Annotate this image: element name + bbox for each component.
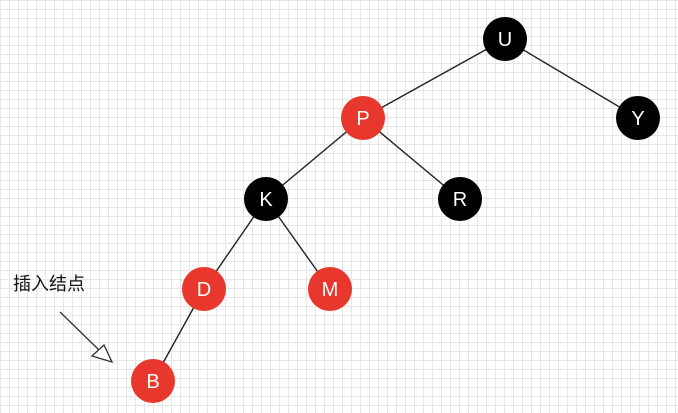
edge-u-p <box>362 38 506 119</box>
node-label-d: D <box>197 279 211 301</box>
node-circle-m <box>308 267 352 311</box>
node-circle-k <box>244 177 288 221</box>
node-label-u: U <box>498 29 512 51</box>
insert-annotation: 插入结点 <box>13 274 114 364</box>
node-label-m: M <box>322 279 339 301</box>
tree-edges <box>152 38 639 382</box>
node-label-k: K <box>259 189 273 211</box>
node-label-b: B <box>146 371 159 393</box>
tree-node-y: Y <box>616 96 660 140</box>
tree-node-r: R <box>438 177 482 221</box>
annotation-arrow-shaft <box>59 311 100 351</box>
node-label-y: Y <box>631 108 644 130</box>
tree-node-d: D <box>182 267 226 311</box>
node-circle-d <box>182 267 226 311</box>
tree-node-u: U <box>483 17 527 61</box>
node-circle-p <box>341 96 385 140</box>
node-circle-r <box>438 177 482 221</box>
tree-node-m: M <box>308 267 352 311</box>
tree-node-p: P <box>341 96 385 140</box>
tree-nodes: U P Y K R D M B <box>131 17 660 403</box>
insert-node-label: 插入结点 <box>13 274 85 295</box>
tree-node-k: K <box>244 177 288 221</box>
tree-node-b: B <box>131 359 175 403</box>
node-circle-b <box>131 359 175 403</box>
edge-u-y <box>504 38 639 119</box>
node-circle-u <box>483 17 527 61</box>
node-label-r: R <box>453 189 467 211</box>
annotation-arrow-head-icon <box>90 343 114 364</box>
node-label-p: P <box>356 108 369 130</box>
node-circle-y <box>616 96 660 140</box>
